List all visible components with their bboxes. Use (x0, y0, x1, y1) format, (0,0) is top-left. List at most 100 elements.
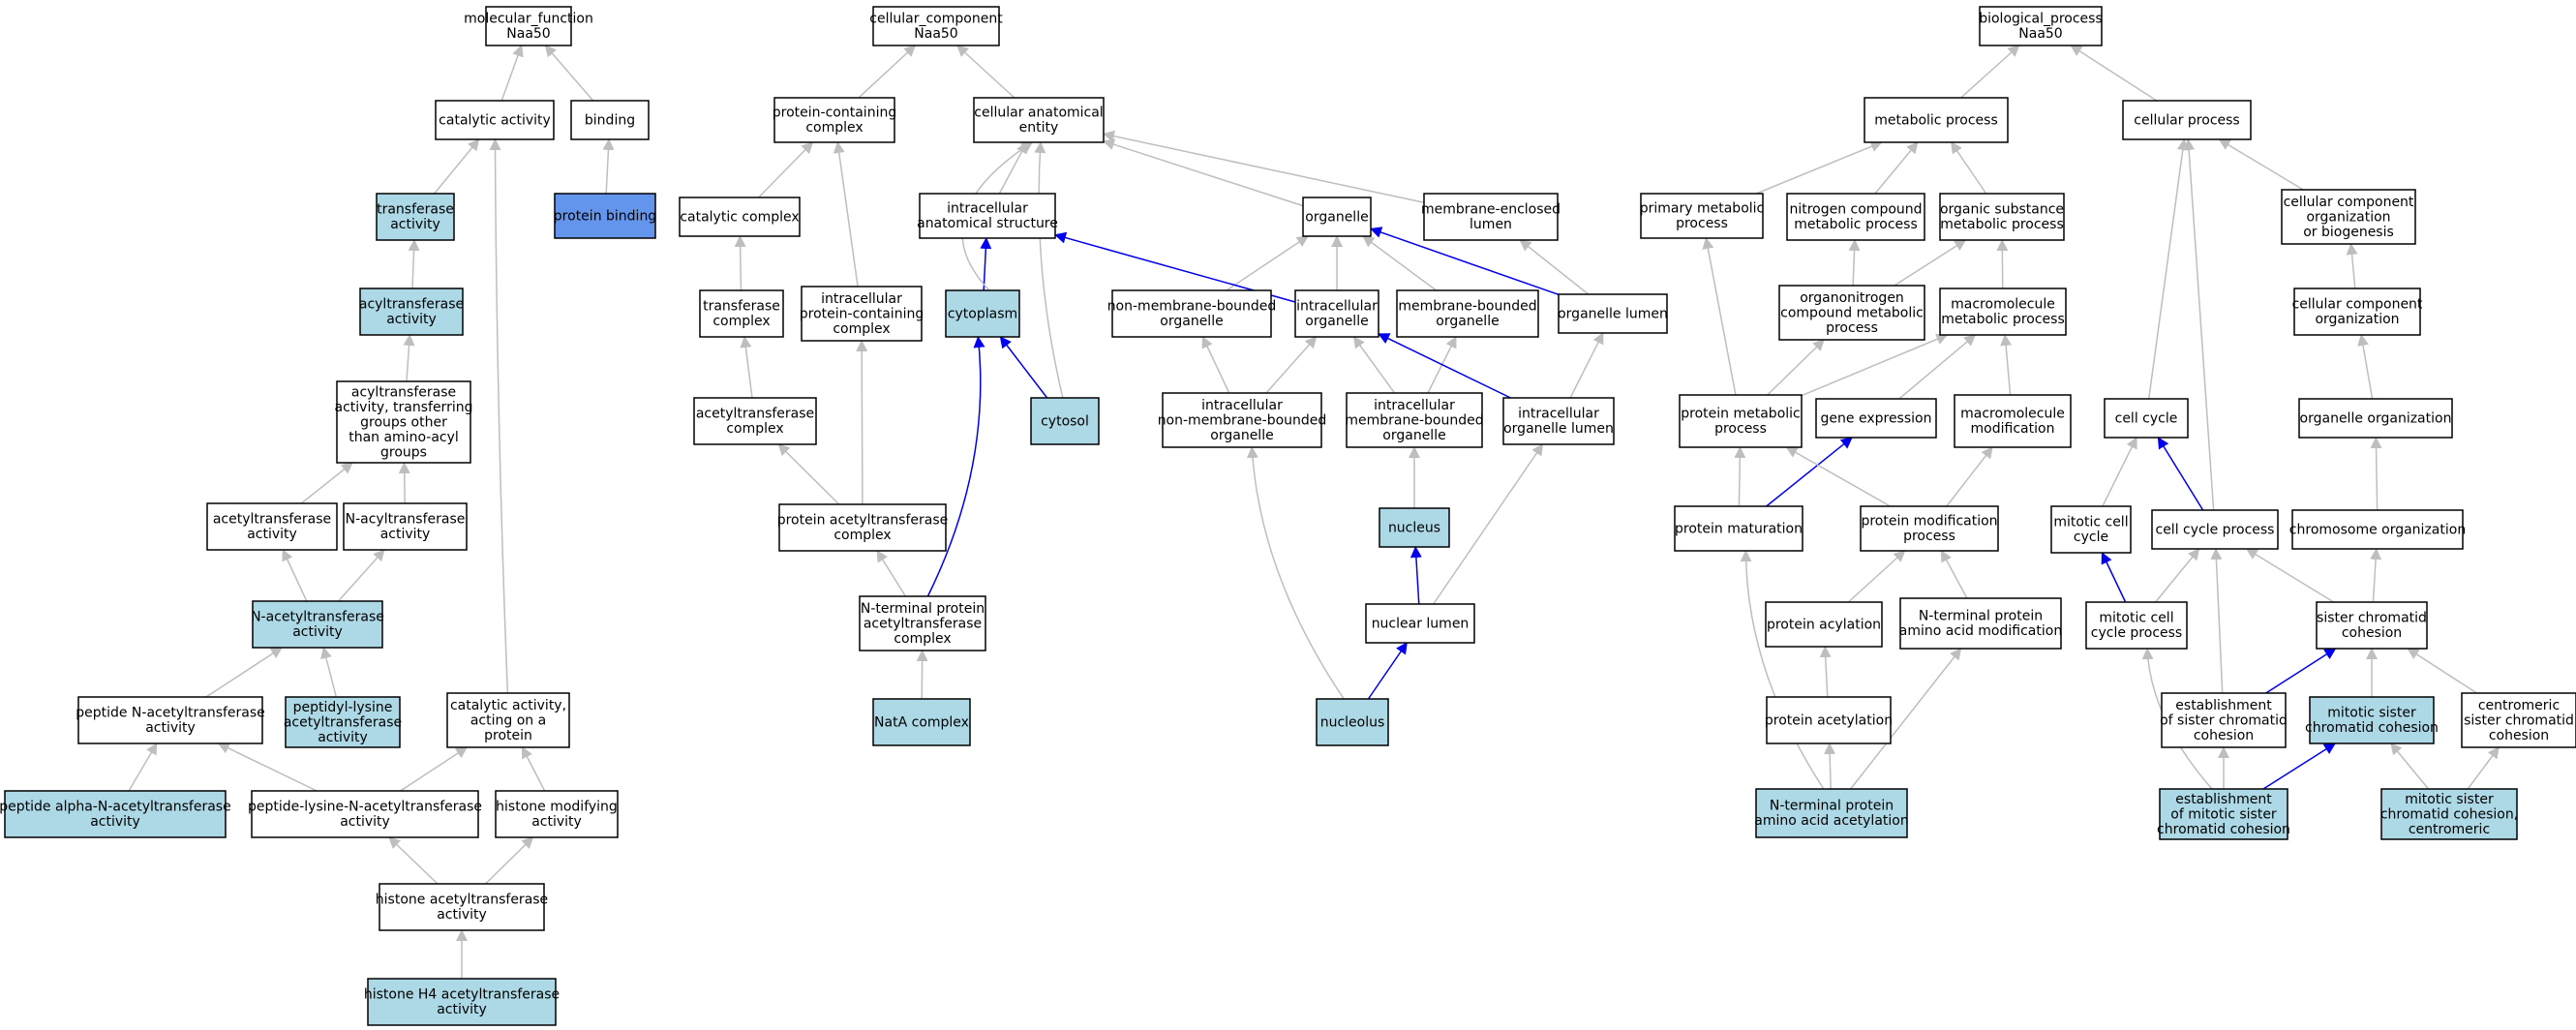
node-peptide-lysine-n-acetyltransferase: peptide-lysine-N-acetyltransferaseactivi… (248, 790, 482, 838)
node-catalytic-complex: catalytic complex (679, 197, 801, 237)
node-box (1864, 97, 2009, 143)
node-label: protein-containing (800, 306, 924, 321)
edge-cell-cycle-to-cellular-process (2147, 138, 2189, 400)
node-label: nucleolus (1320, 714, 1385, 730)
node-peptide-alpha-n-acetyltransferase: peptide alpha-N-acetyltransferaseactivit… (0, 790, 231, 838)
node-label: metabolic process (1941, 312, 2065, 327)
node-label: metabolic process (1794, 217, 1918, 232)
node-box (359, 288, 464, 336)
node-label: transferase (377, 202, 454, 218)
node-label: process (1903, 529, 1955, 544)
node-box (1316, 698, 1389, 746)
node-label: biological_process (1979, 12, 2103, 27)
node-label: organonitrogen (1800, 290, 1904, 306)
edge-peptidyl-lysine-acetyltransferase-to-n-acetyltransferase-activity (320, 647, 338, 698)
node-label: protein binding (554, 208, 656, 224)
edge-catalytic-activity-to-mf-root (500, 45, 524, 102)
node-box (2159, 788, 2288, 840)
node-label: protein acetyltransferase (777, 513, 949, 529)
node-label: of sister chromatid (2160, 712, 2288, 728)
node-chromosome-organization: chromosome organization (2289, 509, 2466, 550)
node-cellular-process: cellular process (2122, 100, 2252, 140)
edge-intracellular-protein-containing-complex-to-protein-containing-complex (833, 141, 859, 288)
node-label: centromeric (2478, 698, 2560, 713)
node-box (1379, 507, 1450, 548)
node-label: non-membrane-bounded (1107, 299, 1277, 315)
node-label: acetyltransferase (284, 714, 402, 730)
node-cytosol: cytosol (1030, 397, 1100, 445)
node-label: mitotic cell (2053, 515, 2128, 530)
node-nuclear-lumen: nuclear lumen (1365, 603, 1475, 644)
node-label: process (1714, 421, 1767, 437)
node-box (4, 790, 227, 838)
node-label: Naa50 (2018, 26, 2062, 42)
edge-mitotic-cell-cycle-process-to-mitotic-cell-cycle (2101, 552, 2127, 603)
edge-protein-containing-complex-to-cc-root (858, 45, 917, 99)
edge-transferase-complex-to-catalytic-complex (734, 235, 746, 291)
edge-transferase-activity-to-catalytic-activity (434, 138, 480, 195)
edge-intracellular-organelle-lumen-to-organelle-lumen (1569, 332, 1604, 399)
node-label: organelle organization (2300, 410, 2452, 426)
node-label: activity (386, 312, 437, 327)
node-label: cellular_component (869, 12, 1003, 27)
edge-organelle-to-cellular-anatomical-entity (1103, 138, 1304, 207)
node-cytoplasm: cytoplasm (945, 289, 1020, 338)
node-box (252, 600, 383, 649)
node-box (1778, 285, 1925, 341)
node-label: molecular_function (464, 12, 593, 27)
node-label: intracellular (1201, 398, 1283, 413)
edge-mitotic-cell-cycle-to-cell-cycle (2102, 437, 2137, 507)
node-catalytic-activity: catalytic activity (435, 100, 555, 140)
node-label: cohesion (2342, 625, 2402, 641)
edge-organic-substance-metabolic-process-to-metabolic-process (1951, 141, 1987, 195)
edge-n-acetyltransferase-activity-to-n-acyltransferase-activity (337, 549, 385, 602)
node-label: activity (390, 217, 440, 232)
node-label: protein-containing (773, 106, 896, 121)
node-label: establishment (2175, 698, 2272, 713)
edge-n-terminal-protein-acetyltransferase-complex-to-protein-acetyltransferase-complex (876, 550, 907, 597)
node-box (2281, 189, 2416, 245)
node-box (1294, 289, 1379, 338)
node-protein-maturation: protein maturation (1674, 505, 1803, 552)
edge-protein-maturation-to-gene-expression (1766, 437, 1853, 507)
node-label: Naa50 (914, 26, 957, 42)
node-box (2151, 509, 2279, 550)
node-box (570, 100, 650, 140)
node-label: organic substance (1940, 202, 2064, 218)
node-protein-binding: protein binding (554, 193, 656, 239)
node-box (1860, 505, 1999, 552)
node-box (778, 503, 947, 552)
node-box (2461, 692, 2576, 748)
node-label: complex (726, 421, 783, 437)
node-label: peptidyl-lysine (293, 700, 393, 715)
node-label: N-terminal protein (1770, 799, 1894, 814)
node-box (872, 698, 971, 746)
edge-cell-cycle-process-to-cell-cycle (2157, 437, 2204, 511)
node-label: histone acetyltransferase (376, 893, 548, 908)
edge-acetyltransferase-activity-to-acyltransferase-other (300, 462, 353, 504)
node-box (2293, 288, 2421, 336)
node-label: activity (340, 814, 390, 830)
node-label: metabolic process (1874, 112, 1998, 128)
node-label: organelle (1210, 428, 1273, 443)
edge-cytosol-to-cellular-anatomical-entity (1034, 141, 1064, 399)
node-label: acetyltransferase (864, 616, 982, 631)
edge-establishment-sister-chromatid-cohesion-to-sister-chromatid-cohesion (2265, 648, 2337, 694)
node-label: binding (585, 112, 635, 128)
edge-mitotic-sister-chromatid-cohesion-centromeric-to-centromeric-sister-chromatid-cohesion (2467, 746, 2500, 790)
node-box (495, 790, 619, 838)
edge-acetyltransferase-complex-to-transferase-complex (740, 336, 753, 399)
node-label: metabolic process (1940, 217, 2064, 232)
node-box (2050, 505, 2132, 554)
node-organelle: organelle (1302, 197, 1372, 237)
